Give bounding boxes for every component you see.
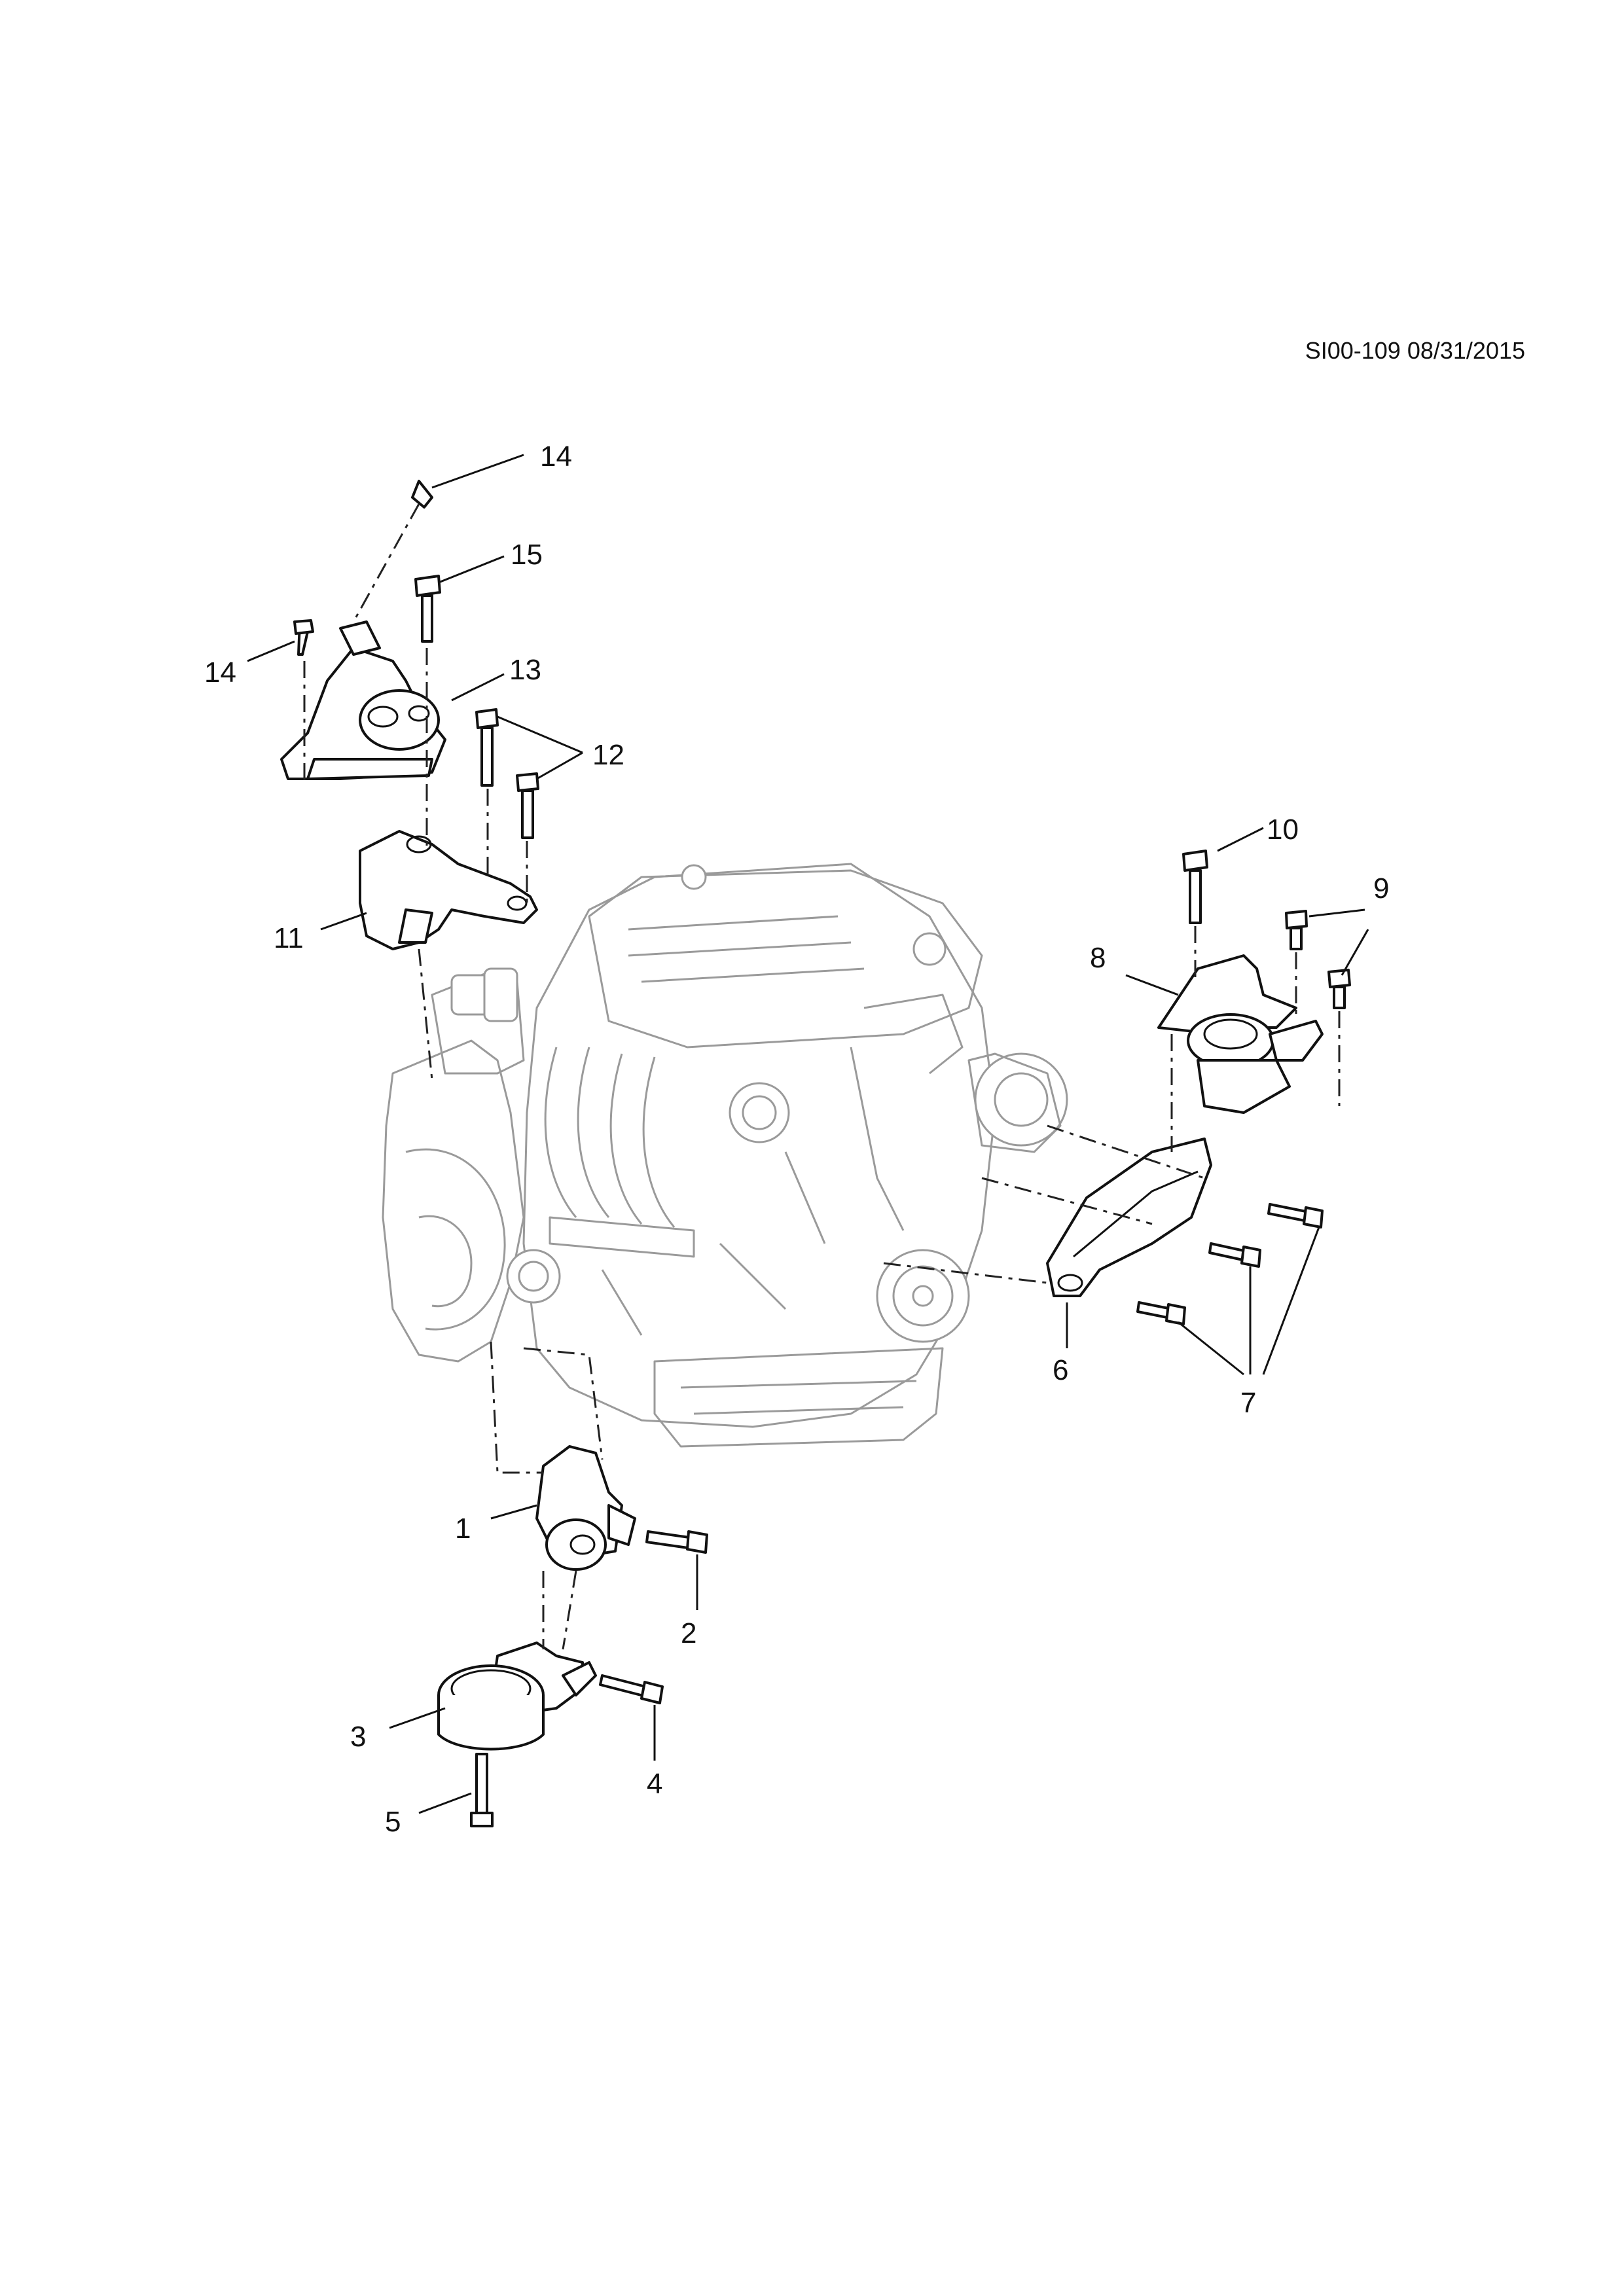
upper-mount-assembly xyxy=(280,480,446,780)
lower-mount-assembly xyxy=(535,1445,708,1571)
callout-5: 5 xyxy=(385,1806,401,1838)
callout-6: 6 xyxy=(1053,1354,1068,1386)
callout-11: 11 xyxy=(274,922,304,954)
callout-12: 12 xyxy=(592,739,624,771)
callout-9: 9 xyxy=(1373,872,1389,905)
lower-torque-mount-assembly xyxy=(437,1641,664,1827)
callout-8: 8 xyxy=(1090,942,1106,974)
callout-3: 3 xyxy=(350,1721,366,1753)
callout-10: 10 xyxy=(1267,814,1299,846)
callout-1: 1 xyxy=(455,1513,471,1545)
callout-7: 7 xyxy=(1240,1387,1256,1419)
callout-13: 13 xyxy=(509,654,541,686)
alignment-lines xyxy=(303,503,1341,1650)
right-mount-assembly xyxy=(1157,850,1351,1114)
callout-4: 4 xyxy=(647,1768,662,1800)
callout-14-left: 14 xyxy=(204,656,236,689)
reference-code: SI00-109 08/31/2015 xyxy=(1305,337,1525,364)
upper-bracket-assembly xyxy=(359,708,539,950)
leader-lines xyxy=(247,454,1369,1814)
callout-labels: 14 15 14 13 12 11 10 9 8 6 7 1 2 3 4 5 xyxy=(204,440,1389,1838)
front-bracket-assembly xyxy=(1046,1138,1324,1325)
callout-2: 2 xyxy=(681,1617,696,1649)
callout-14-top: 14 xyxy=(540,440,572,473)
callout-15: 15 xyxy=(511,539,543,571)
engine-assembly xyxy=(382,863,1068,1448)
